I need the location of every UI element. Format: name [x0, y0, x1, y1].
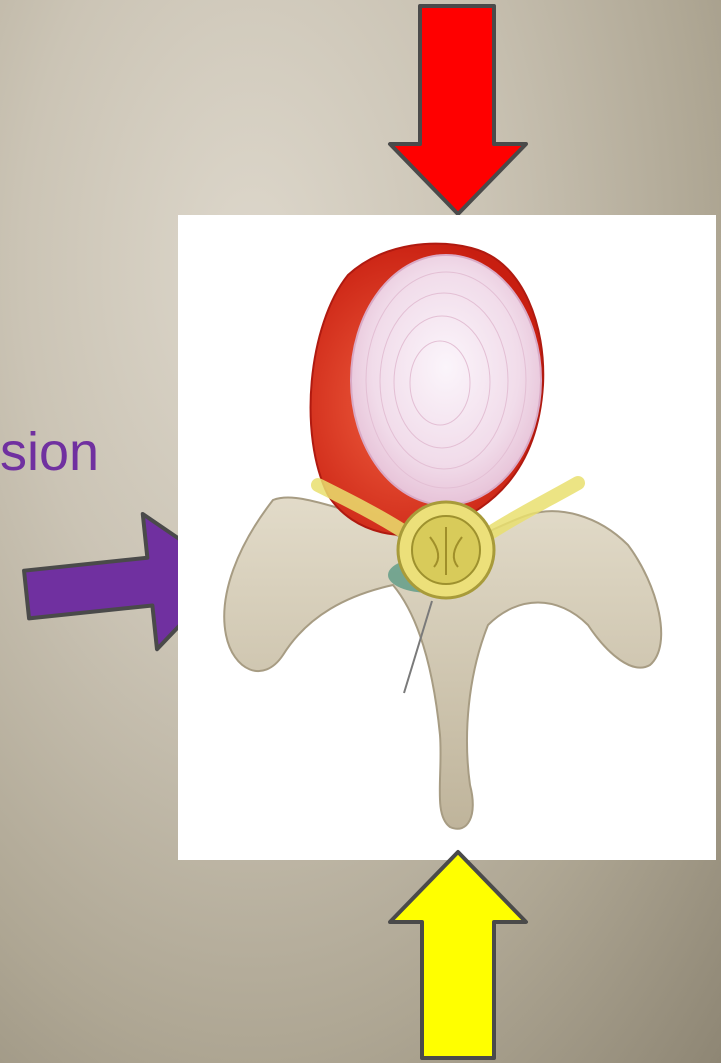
intervertebral-disc: [351, 255, 541, 505]
red-down-arrow-icon: [386, 4, 530, 218]
illustration-panel: [178, 215, 716, 860]
yellow-up-arrow-icon: [386, 848, 530, 1062]
slide-text-fragment: sion: [0, 425, 99, 479]
vertebra-illustration: [178, 215, 716, 860]
